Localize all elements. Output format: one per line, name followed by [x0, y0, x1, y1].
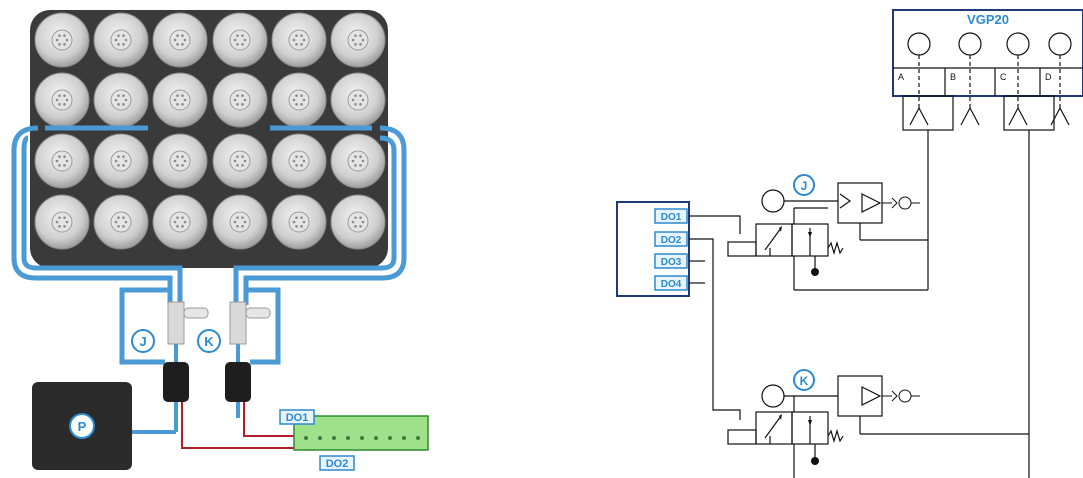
suction-cup	[330, 72, 386, 128]
pump-label-circle	[69, 413, 95, 439]
valve-brackets	[119, 287, 281, 365]
vgp20-channels	[907, 32, 1072, 126]
tube-loop-right-inner	[233, 135, 397, 305]
terminal-pin	[402, 436, 406, 440]
valve-label-j: J	[131, 329, 155, 353]
suction-cup	[271, 133, 327, 189]
channel-b-label: B	[950, 72, 956, 82]
suction-cup	[34, 194, 90, 250]
channel-arrow	[960, 106, 980, 126]
svg-text:J: J	[139, 334, 146, 349]
tube-loop-left-inner	[21, 135, 183, 305]
terminal-pin	[318, 436, 322, 440]
suction-cup	[93, 133, 149, 189]
svg-text:DO2: DO2	[661, 235, 682, 246]
suction-cup	[330, 194, 386, 250]
do-label-3: DO3	[654, 253, 688, 269]
terminal-pin	[388, 436, 392, 440]
svg-text:J: J	[801, 179, 808, 193]
gripper-assembly	[30, 10, 388, 268]
schematic	[616, 9, 1083, 478]
valve-k-solenoid	[225, 362, 251, 402]
suction-cup	[93, 12, 149, 68]
valve-detail-glyphs	[779, 193, 920, 465]
suction-cup	[271, 72, 327, 128]
pump-label: P	[78, 419, 87, 434]
valve-k	[225, 301, 271, 410]
gripper-tubing	[11, 125, 407, 305]
suction-cup	[34, 72, 90, 128]
do-label-4: DO4	[654, 275, 688, 291]
schematic-valve-j	[727, 182, 928, 291]
valve-k-body	[229, 301, 247, 345]
suction-cup	[330, 12, 386, 68]
suction-cup	[212, 194, 268, 250]
suction-cup	[212, 12, 268, 68]
label-do2: DO2	[319, 455, 355, 471]
terminal-pin	[416, 436, 420, 440]
suction-cup	[93, 72, 149, 128]
terminal-block	[293, 415, 429, 451]
vgp20-title: VGP20	[967, 12, 1009, 27]
svg-text:K: K	[204, 334, 214, 349]
schematic-valve-k	[727, 375, 1029, 478]
svg-text:K: K	[800, 374, 809, 388]
vacuum-cup-symbol	[1048, 32, 1072, 56]
terminal-pin	[346, 436, 350, 440]
schematic-label-j: J	[793, 174, 815, 196]
suction-cup	[34, 12, 90, 68]
tube-loop-left	[11, 125, 173, 305]
svg-text:DO1: DO1	[286, 412, 309, 424]
suction-cup	[212, 72, 268, 128]
svg-text:DO4: DO4	[661, 279, 682, 290]
controller-box	[616, 201, 690, 297]
suction-cup	[271, 194, 327, 250]
tube-loop-right	[243, 125, 407, 305]
suction-cup	[34, 133, 90, 189]
channel-a-label: A	[898, 72, 904, 82]
channel-d-label: D	[1045, 72, 1052, 82]
channel-c-label: C	[1000, 72, 1007, 82]
do-label-2: DO2	[654, 231, 688, 247]
bracket-j	[119, 287, 170, 365]
suction-cup-grid	[34, 12, 386, 250]
terminal-pin	[360, 436, 364, 440]
valve-j-solenoid	[163, 362, 189, 402]
vgp20-block	[892, 9, 1083, 97]
terminal-pin	[304, 436, 308, 440]
do-label-1: DO1	[654, 208, 688, 224]
suction-cup	[152, 12, 208, 68]
valve-label-k: K	[197, 329, 221, 353]
suction-cup	[152, 194, 208, 250]
channel-arrow	[1008, 106, 1028, 126]
suction-cup	[330, 133, 386, 189]
schematic-label-k: K	[793, 369, 815, 391]
label-do1: DO1	[279, 409, 315, 425]
suction-cup	[152, 133, 208, 189]
vacuum-cup-symbol	[1006, 32, 1030, 56]
vacuum-cup-symbol	[907, 32, 931, 56]
vgp20-frame	[892, 9, 1083, 97]
channel-arrow	[909, 106, 929, 126]
pump: P	[32, 382, 132, 470]
valve-j-port	[183, 307, 209, 319]
terminal-pin	[374, 436, 378, 440]
suction-cup	[93, 194, 149, 250]
valve-k-port	[245, 307, 271, 319]
valve-j	[163, 301, 209, 432]
suction-cup	[212, 133, 268, 189]
valve-j-body	[167, 301, 185, 345]
wire-do1	[243, 402, 310, 437]
terminal-body	[293, 415, 429, 451]
suction-cup	[152, 72, 208, 128]
svg-text:DO3: DO3	[661, 257, 682, 268]
suction-cup	[271, 12, 327, 68]
bracket-k	[246, 287, 281, 365]
vacuum-cup-symbol	[958, 32, 982, 56]
terminal-pin	[332, 436, 336, 440]
svg-text:DO2: DO2	[326, 458, 349, 470]
svg-text:DO1: DO1	[661, 212, 682, 223]
